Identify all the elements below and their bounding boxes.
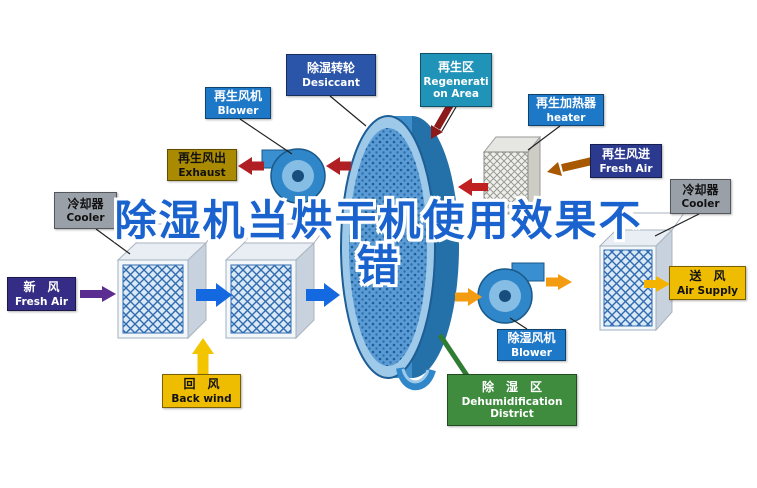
label-zh: 回 风 bbox=[183, 377, 220, 392]
label-zh: 冷却器 bbox=[682, 182, 719, 197]
label-zh: 冷却器 bbox=[67, 196, 104, 211]
regen-heater-illustration bbox=[482, 135, 542, 216]
title-overlay: 除湿机当烘干机使用效果不 错 bbox=[0, 198, 757, 289]
label-zh: 除湿转轮 bbox=[306, 61, 355, 76]
connector-green-dehumid-district bbox=[437, 333, 471, 379]
label-regen-heater: 再生加热器 heater bbox=[528, 94, 604, 126]
label-dehumid-district: 除 湿 区 Dehumidification District bbox=[447, 374, 577, 426]
label-fresh-air: 新 风 Fresh Air bbox=[7, 277, 76, 311]
label-en: Fresh Air bbox=[599, 162, 653, 175]
supply-cooler-illustration bbox=[598, 212, 685, 332]
label-back-wind: 回 风 Back wind bbox=[162, 374, 241, 408]
label-en: Blower bbox=[511, 346, 552, 359]
label-en: Regenerati bbox=[423, 75, 489, 88]
regen-blower-illustration bbox=[261, 148, 326, 204]
wheel-seal-icon bbox=[396, 367, 436, 391]
label-en: Air Supply bbox=[676, 284, 739, 297]
ahu-middle-illustration bbox=[224, 223, 329, 340]
label-connectors bbox=[95, 95, 700, 379]
label-en: District bbox=[490, 407, 534, 420]
label-zh: 除 湿 区 bbox=[481, 380, 542, 395]
label-zh: 再生加热器 bbox=[535, 96, 596, 111]
label-en: Back wind bbox=[171, 392, 232, 405]
label-dehumid-blower: 除湿风机 Blower bbox=[497, 329, 566, 361]
label-en: Cooler bbox=[681, 198, 720, 211]
label-zh: 再生区 bbox=[437, 60, 474, 75]
label-zh: 再生风机 bbox=[213, 89, 262, 104]
label-en: heater bbox=[546, 111, 586, 124]
label-en: Dehumidification bbox=[461, 395, 563, 408]
arrow-darkorange-freshair-to-heater bbox=[561, 157, 593, 172]
label-zh: 除湿风机 bbox=[507, 331, 556, 346]
label-zh: 再生风进 bbox=[601, 147, 650, 162]
dehumid-blower-illustration bbox=[477, 262, 545, 324]
label-en: Exhaust bbox=[178, 166, 226, 179]
label-en: Fresh Air bbox=[14, 295, 69, 308]
label-en: Cooler bbox=[66, 212, 105, 225]
label-regen-in: 再生风进 Fresh Air bbox=[590, 144, 662, 178]
label-air-supply: 送 风 Air Supply bbox=[669, 266, 746, 300]
label-zh: 新 风 bbox=[23, 280, 60, 295]
title-line-1: 除湿机当烘干机使用效果不 bbox=[114, 196, 643, 245]
label-zh: 再生风出 bbox=[177, 151, 226, 166]
label-desiccant-wheel: 除湿转轮 Desiccant bbox=[286, 54, 376, 96]
label-regen-blower: 再生风机 Blower bbox=[205, 87, 271, 119]
label-en: on Area bbox=[433, 87, 479, 100]
desiccant-wheel-illustration bbox=[340, 115, 459, 379]
label-cooler-right: 冷却器 Cooler bbox=[670, 179, 731, 214]
label-regen-out: 再生风出 Exhaust bbox=[167, 149, 237, 181]
label-en: Desiccant bbox=[302, 76, 360, 89]
label-cooler-left: 冷却器 Cooler bbox=[54, 192, 117, 229]
label-regen-area: 再生区 Regenerati on Area bbox=[420, 53, 492, 107]
label-en: Blower bbox=[217, 104, 259, 117]
title-line-2: 错 bbox=[356, 241, 401, 291]
label-zh: 送 风 bbox=[689, 269, 726, 284]
